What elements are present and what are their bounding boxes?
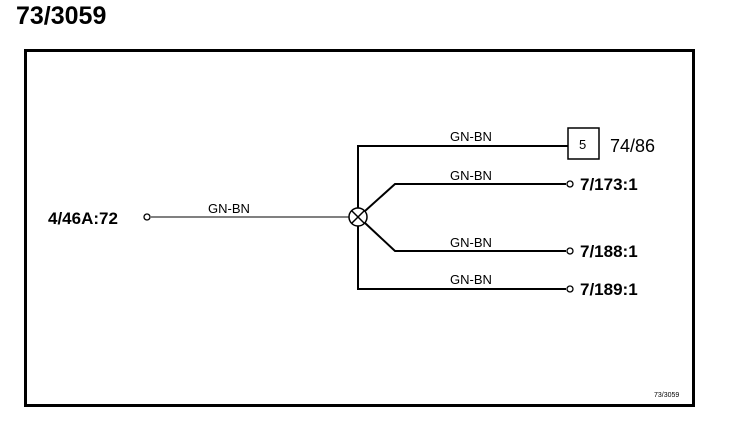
- terminal-7-173: [566, 180, 574, 188]
- component-box-number: 5: [579, 137, 586, 152]
- branch-wire-1: [357, 145, 568, 208]
- terminal-7-188: [566, 247, 574, 255]
- destination-label-7-173: 7/173:1: [580, 175, 638, 194]
- branch-wire-3: [364, 222, 566, 252]
- wire-color-branch-2: GN-BN: [450, 168, 492, 183]
- source-terminal: [143, 213, 151, 221]
- source-connector-label: 4/46A:72: [48, 209, 118, 228]
- branch-wire-2: [364, 183, 566, 212]
- branch-wire-4: [357, 226, 566, 290]
- wire-color-branch-1: GN-BN: [450, 129, 492, 144]
- diagram-frame: [24, 49, 695, 407]
- diagram-reference: 73/3059: [654, 392, 679, 399]
- page-title: 73/3059: [16, 2, 107, 30]
- wire-color-trunk: GN-BN: [208, 201, 250, 216]
- wire-color-branch-3: GN-BN: [450, 235, 492, 250]
- splice-icon: [348, 207, 368, 227]
- destination-label-7-189: 7/189:1: [580, 280, 638, 299]
- destination-label-7-188: 7/188:1: [580, 242, 638, 261]
- component-box: [567, 127, 600, 160]
- terminal-7-189: [566, 285, 574, 293]
- destination-label-74-86: 74/86: [610, 136, 655, 156]
- wire-color-branch-4: GN-BN: [450, 272, 492, 287]
